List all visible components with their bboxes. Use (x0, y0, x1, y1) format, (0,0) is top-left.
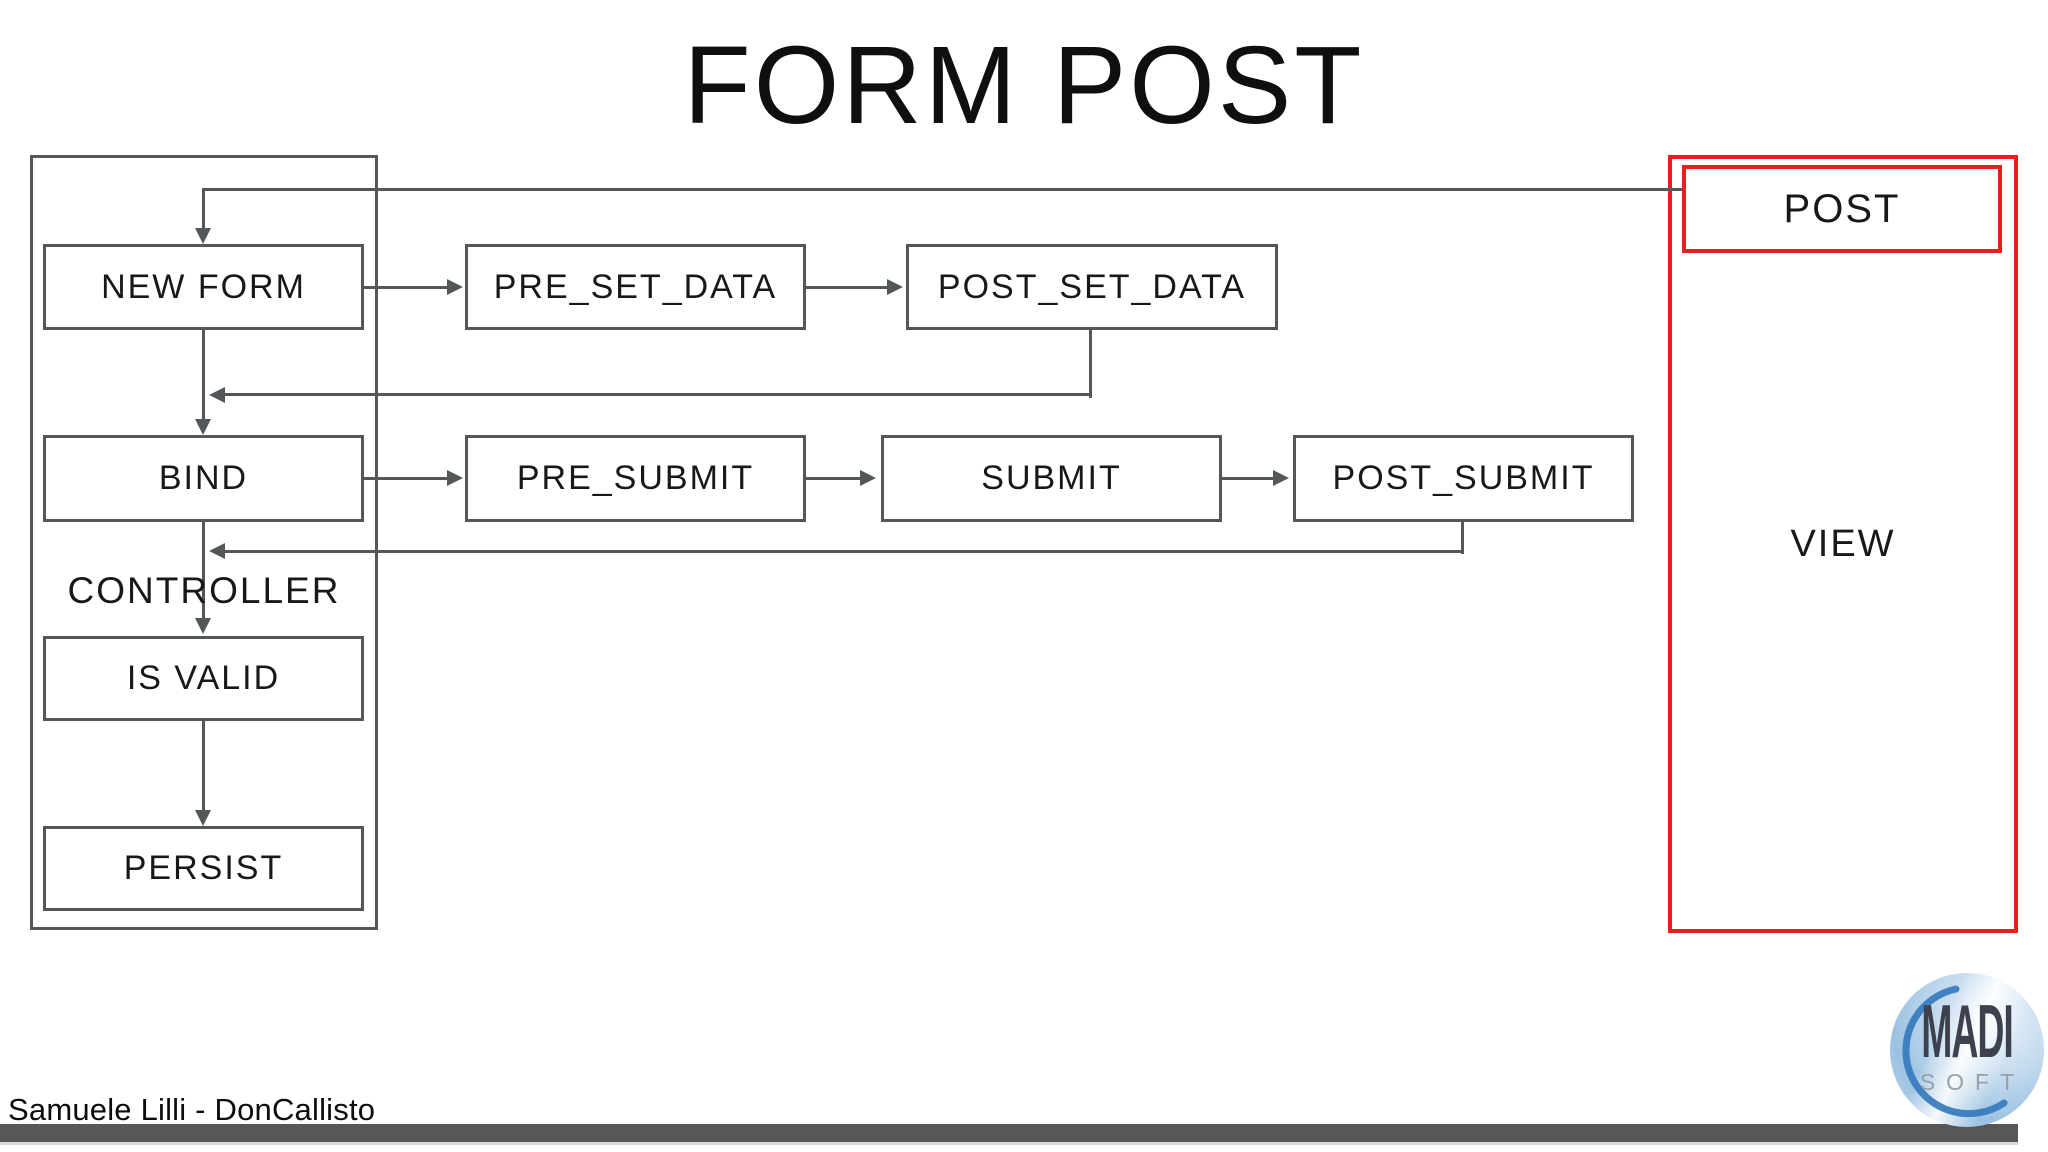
arrowhead-into-pre-set-data (447, 279, 463, 295)
bottom-bar (0, 1124, 2018, 1142)
node-submit: SUBMIT (881, 435, 1222, 522)
node-post-submit: POST_SUBMIT (1293, 435, 1634, 522)
slide-title: FORM POST (683, 24, 1365, 147)
arrowhead-into-new-form (195, 228, 211, 244)
connector-post-to-new-form (202, 188, 1682, 191)
author-credit: Samuele Lilli - DonCallisto (8, 1092, 376, 1127)
logo-brush-arc-icon (1902, 985, 2008, 1118)
node-persist: PERSIST (43, 826, 364, 911)
connector-bind-to-pre-submit (364, 477, 449, 480)
connector-pre-submit-to-submit (805, 477, 862, 480)
view-group-box (1668, 155, 2018, 933)
node-new-form: NEW FORM (43, 244, 364, 330)
controller-group-box (30, 155, 378, 930)
connector-post-set-data-return (223, 393, 1091, 396)
view-group-label: VIEW (1790, 523, 1896, 565)
madisoft-logo: MADI SOFT (1890, 973, 2044, 1127)
node-post-set-data: POST_SET_DATA (906, 244, 1278, 330)
arrowhead-into-pre-submit (447, 470, 463, 486)
arrowhead-set-data-return (209, 387, 225, 403)
connector-new-form-to-pre-set-data (364, 286, 449, 289)
arrowhead-into-is-valid (195, 618, 211, 634)
node-bind: BIND (43, 435, 364, 522)
controller-group-label: CONTROLLER (67, 570, 341, 611)
connector-pre-set-data-to-post-set-data (805, 286, 889, 289)
logo-watercolor-circle-icon (1890, 973, 2044, 1127)
connector-new-form-to-bind (202, 329, 205, 421)
connector-is-valid-to-persist (202, 721, 205, 812)
logo-madi-text: MADI (1921, 990, 2014, 1074)
arrowhead-into-post-submit (1273, 470, 1289, 486)
connector-post-submit-return (223, 550, 1464, 553)
node-is-valid: IS VALID (43, 636, 364, 721)
arrowhead-submit-return (209, 543, 225, 559)
connector-bind-to-is-valid (202, 521, 205, 620)
node-pre-submit: PRE_SUBMIT (465, 435, 806, 522)
arrowhead-into-submit (860, 470, 876, 486)
node-pre-set-data: PRE_SET_DATA (465, 244, 806, 330)
node-post: POST (1682, 165, 2002, 253)
arrowhead-into-post-set-data (887, 279, 903, 295)
connector-post-to-new-form-drop (202, 188, 205, 230)
connector-submit-to-post-submit (1222, 477, 1275, 480)
arrowhead-into-persist (195, 810, 211, 826)
connector-post-set-data-down (1089, 329, 1092, 398)
logo-soft-text: SOFT (1919, 1069, 2026, 1095)
connector-post-submit-down (1461, 521, 1464, 554)
arrowhead-into-bind (195, 419, 211, 435)
